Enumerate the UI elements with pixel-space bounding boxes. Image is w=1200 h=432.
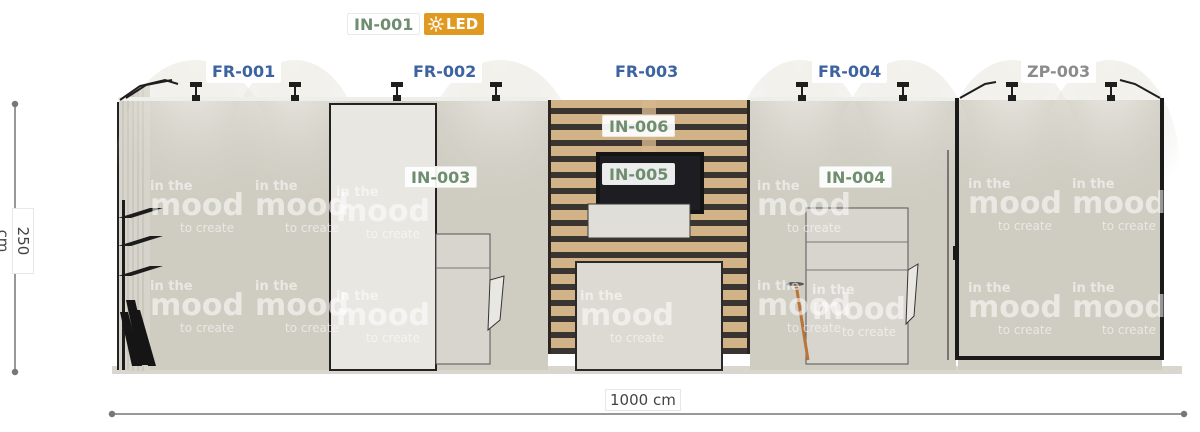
label-fr003: FR-003: [609, 61, 685, 83]
label-fr002: FR-002: [407, 61, 483, 83]
dimension-width: [108, 410, 1188, 418]
counter-in006-top: [587, 203, 691, 239]
label-in005: IN-005: [602, 163, 676, 185]
counter-in006: [575, 261, 723, 371]
display-panel-in003: [329, 103, 437, 371]
label-in006: IN-006: [602, 115, 676, 137]
display-case-in004: [805, 207, 909, 365]
label-zp003: ZP-003: [1021, 61, 1097, 83]
door-frame-zp003: [955, 98, 959, 360]
led-badge: LED: [424, 13, 485, 35]
label-in001: IN-001: [347, 13, 421, 35]
label-fr004: FR-004: [812, 61, 888, 83]
label-in004: IN-004: [819, 166, 893, 188]
label-in003: IN-003: [404, 166, 478, 188]
led-label: LED: [446, 15, 479, 33]
hanger-rack: [120, 300, 156, 366]
dimension-height-label: 250 cm: [0, 208, 34, 274]
display-case-left: [435, 233, 491, 365]
spotlight-fixtures: [119, 78, 1161, 101]
wall-shelves: [118, 200, 163, 370]
label-fr001: FR-001: [206, 61, 282, 83]
dimension-width-label: 1000 cm: [605, 389, 681, 411]
sun-icon: [428, 16, 444, 32]
